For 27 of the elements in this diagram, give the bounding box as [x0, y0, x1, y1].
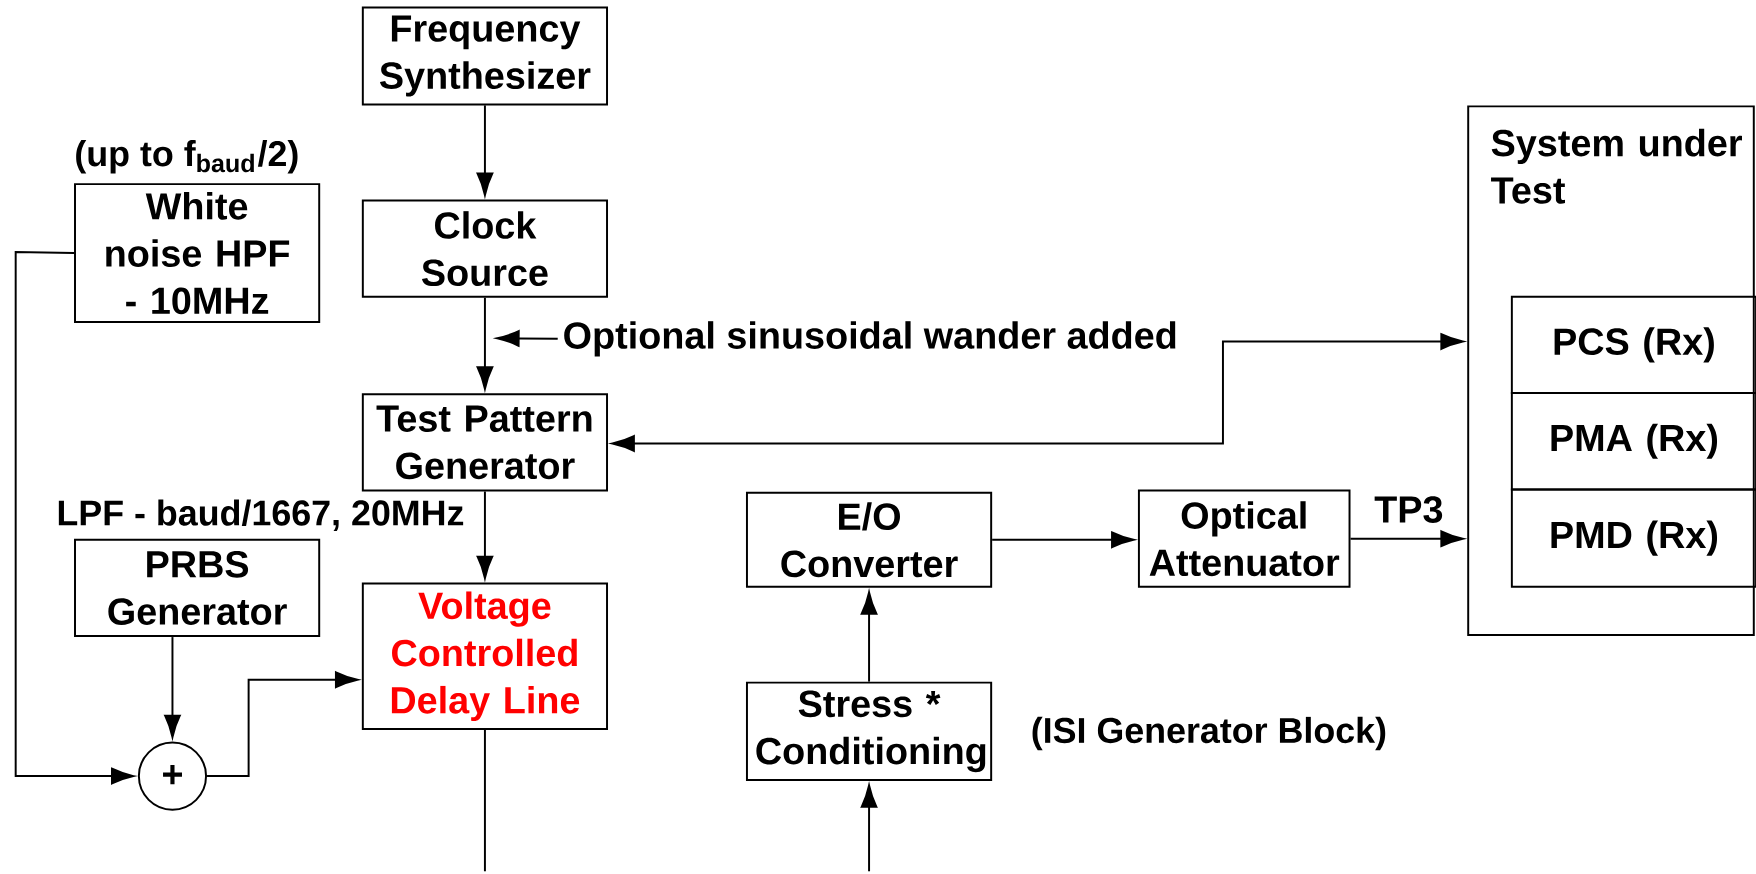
- arrow: [14, 251, 135, 785]
- block-box: White noise HPF - 10MHz: [74, 183, 321, 324]
- summing-junction: +: [137, 741, 208, 811]
- arrow: [476, 490, 494, 580]
- arrow: [476, 297, 494, 390]
- arrow: [860, 591, 878, 683]
- block-box: E/O Converter: [745, 492, 993, 589]
- arrow: [860, 784, 878, 873]
- arrow: [476, 104, 494, 197]
- block-box: Clock Source: [361, 199, 608, 298]
- block-box: PCS (Rx): [1510, 296, 1756, 395]
- note-text: LPF - baud/1667, 20MHz: [58, 499, 464, 532]
- block-box: PRBS Generator: [74, 539, 321, 638]
- arrow: [206, 671, 359, 778]
- arrow: [164, 636, 181, 739]
- edge-label: TP3: [1370, 492, 1448, 528]
- note-text: (ISI Generator Block): [1032, 717, 1386, 751]
- block-box: PMA (Rx): [1510, 392, 1756, 491]
- block-box: Optical Attenuator: [1137, 489, 1351, 589]
- block-box: Stress * Conditioning: [745, 681, 993, 782]
- arrow: [496, 330, 559, 347]
- block-box: Test Pattern Generator: [361, 393, 608, 492]
- arrow: [991, 531, 1135, 549]
- block-box: Frequency Synthesizer: [361, 6, 608, 106]
- block-box: Voltage Controlled Delay Line: [361, 582, 608, 731]
- block-box: PMD (Rx): [1510, 488, 1756, 589]
- note-text: (up to f$_{baud}$/2): [76, 140, 298, 174]
